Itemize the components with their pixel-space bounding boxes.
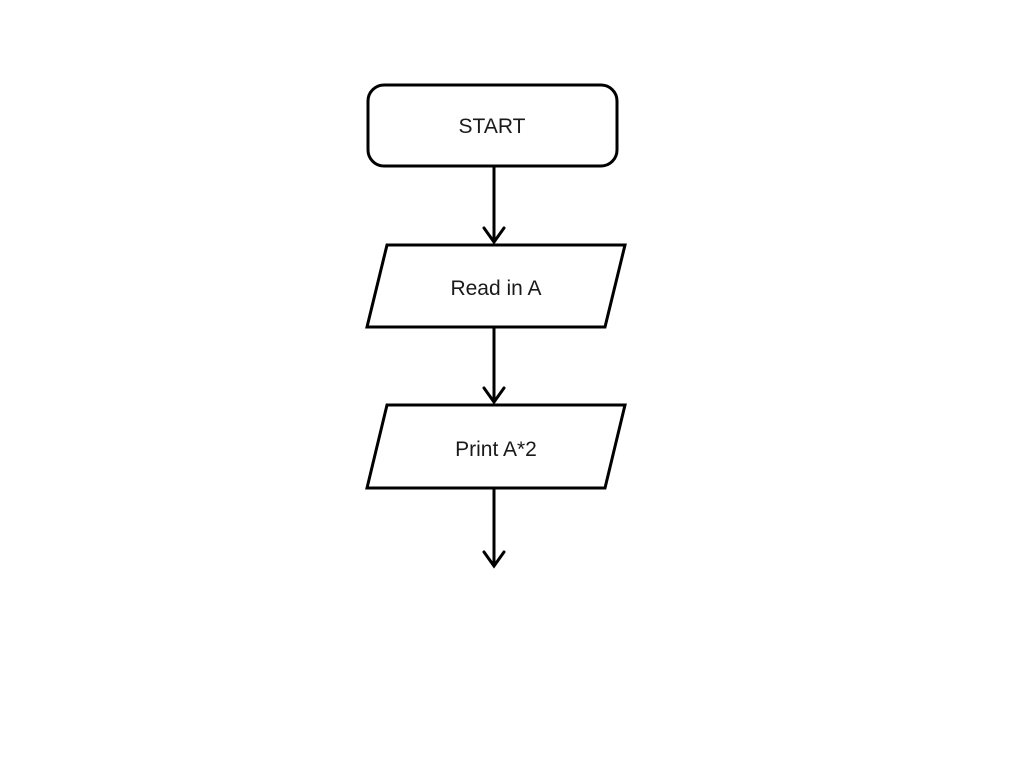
read-parallelogram-shape [365,243,627,329]
node-read-in-a: Read in A [365,243,627,329]
arrowhead-icon [482,226,506,245]
print-label: Print A*2 [455,438,537,461]
arrow-print-to-end [482,486,506,569]
arrowhead-icon [482,386,506,405]
print-parallelogram-shape [365,403,627,490]
arrow-read-to-print [482,325,506,405]
arrow-start-to-read [482,164,506,245]
node-start: START [366,83,619,168]
start-label: START [459,115,526,138]
read-label: Read in A [450,277,541,300]
node-print-a-times-2: Print A*2 [365,403,627,490]
arrowhead-icon [482,550,506,569]
